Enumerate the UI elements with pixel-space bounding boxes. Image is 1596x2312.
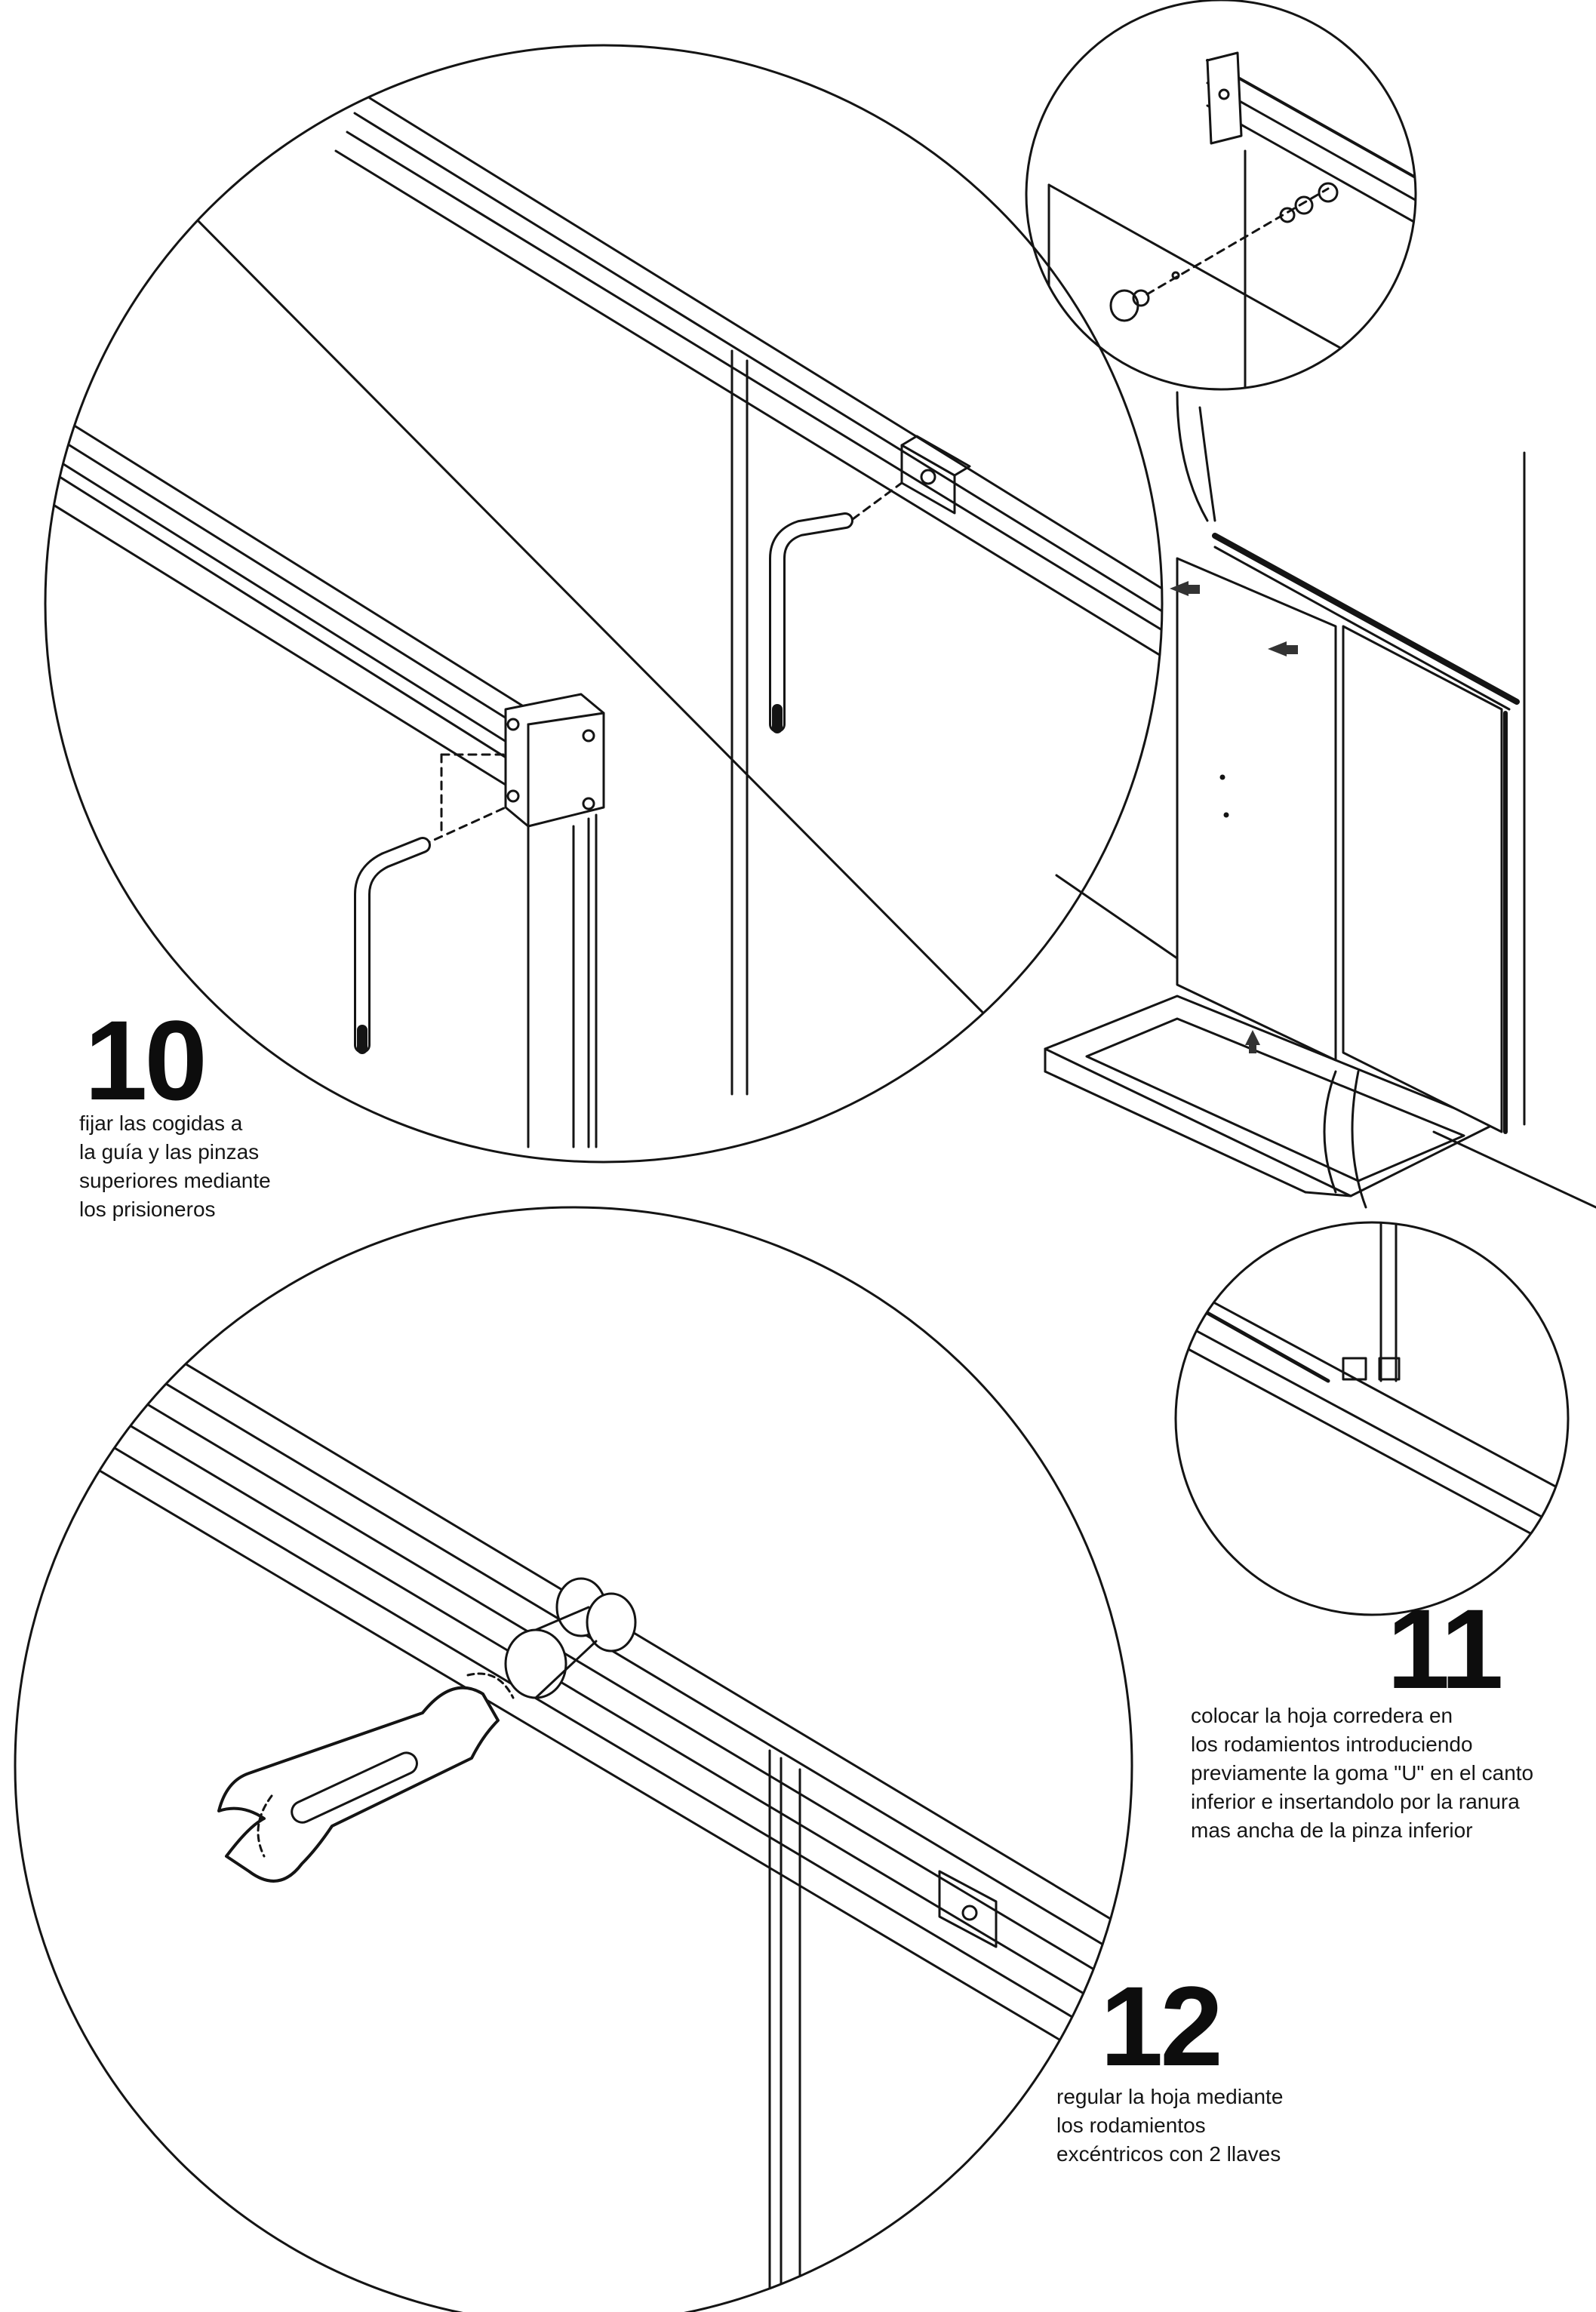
wrench-icon	[217, 1672, 515, 1883]
roller-icon	[504, 1577, 637, 1699]
step-11-line: los rodamientos introduciendo	[1191, 1732, 1473, 1756]
step-10-instructions: fijar las cogidas a la guía y las pinzas…	[79, 1109, 271, 1224]
detail-12-view	[74, 1342, 1132, 2312]
step-10-line: superiores mediante	[79, 1169, 271, 1192]
step-11-line: colocar la hoja corredera en	[1191, 1704, 1453, 1727]
detail-roller-zoom	[1047, 51, 1416, 389]
step-12-line: los rodamientos	[1056, 2114, 1206, 2137]
step-11-number: 11	[1387, 1585, 1504, 1712]
step-11-line: previamente la goma "U" en el canto	[1191, 1761, 1534, 1785]
step-12-number: 12	[1100, 1963, 1223, 2089]
step-10-line: la guía y las pinzas	[79, 1140, 260, 1164]
step-11-line: mas ancha de la pinza inferior	[1191, 1819, 1473, 1842]
detail-10-view	[45, 97, 1162, 1148]
step-12-line: regular la hoja mediante	[1056, 2085, 1284, 2108]
step-11-instructions: colocar la hoja corredera en los rodamie…	[1191, 1702, 1533, 1845]
arrow-icon	[1170, 581, 1298, 1053]
door-assembly-scene	[1044, 391, 1596, 1209]
step-12-instructions: regular la hoja mediante los rodamientos…	[1056, 2083, 1283, 2169]
step-11-line: inferior e insertandolo por la ranura	[1191, 1790, 1520, 1813]
hex-key-icon	[769, 512, 853, 733]
step-10-number: 10	[85, 997, 208, 1124]
step-10-line: los prisioneros	[79, 1198, 216, 1221]
step-12-line: excéntricos con 2 llaves	[1056, 2142, 1281, 2166]
step-10-line: fijar las cogidas a	[79, 1111, 243, 1135]
detail-lower-clamp-zoom	[1176, 1222, 1568, 1556]
hex-key-icon	[354, 837, 431, 1054]
